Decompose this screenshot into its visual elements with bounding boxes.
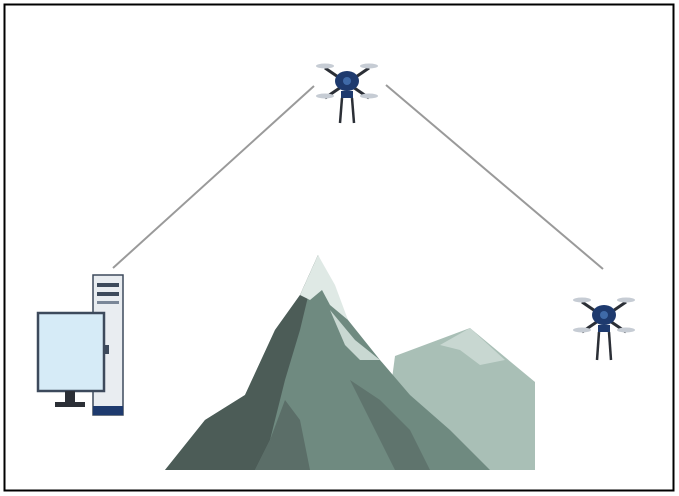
computer-monitor: [36, 311, 109, 407]
desktop-computer-icon: [36, 274, 124, 416]
drone-icon: [316, 63, 378, 124]
link-ground-to-relay: [112, 85, 315, 269]
mountain-icon: [165, 255, 535, 470]
link-relay-to-target: [385, 84, 604, 270]
drone-icon: [573, 297, 635, 361]
